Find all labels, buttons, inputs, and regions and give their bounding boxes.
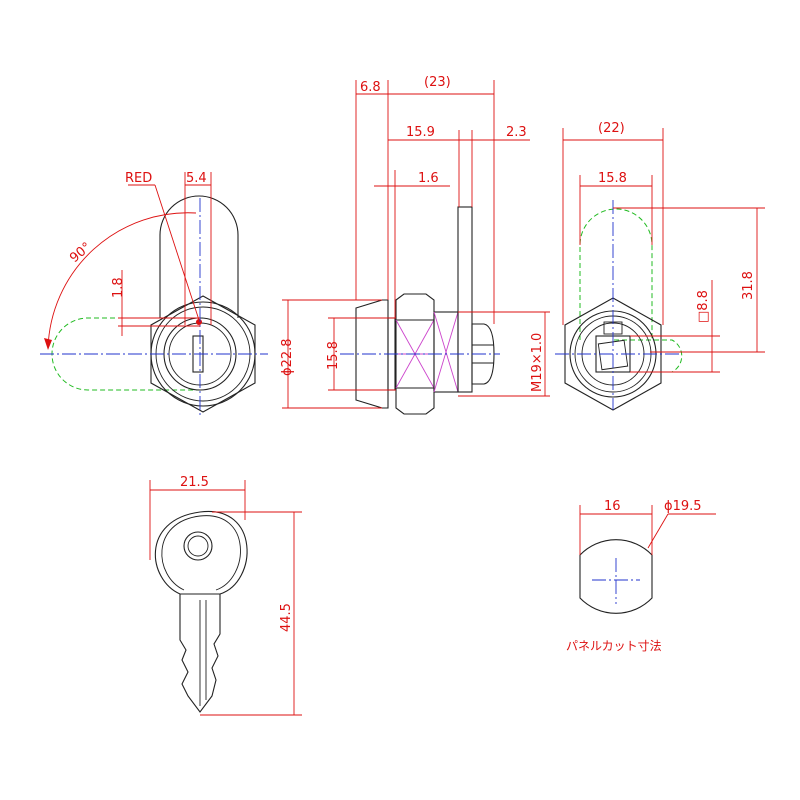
dim-44.5-label: 44.5 — [279, 603, 294, 632]
side-view: 6.8 (23) 15.9 2.3 1.6 ϕ22.8 15.8 M19×1.0 — [280, 75, 550, 415]
side-hex-nut — [395, 293, 435, 415]
dim-22.8-label: ϕ22.8 — [280, 338, 295, 376]
panel-cutout-view: 16 ϕ19.5 パネルカット寸法 — [566, 499, 716, 653]
dim-19.5-label: ϕ19.5 — [664, 499, 702, 514]
panel-cutout-caption: パネルカット寸法 — [566, 639, 662, 653]
key-view: 21.5 44.5 — [149, 475, 302, 716]
front-hex-nut — [150, 295, 256, 413]
rear-view: (22) 15.8 31.8 □8.8 — [555, 121, 765, 411]
dim-5.4-label: 5.4 — [186, 171, 207, 186]
front-view: 90° RED 5.4 1.8 — [40, 171, 268, 415]
rotation-arc — [47, 212, 197, 349]
side-cam-plate — [457, 206, 473, 393]
dim-1.6-label: 1.6 — [418, 171, 439, 186]
key-bow — [154, 510, 248, 595]
dim-21.5-label: 21.5 — [180, 475, 209, 490]
dim-22-label: (22) — [598, 121, 625, 136]
red-marker-label: RED — [125, 171, 152, 186]
dim-thread-label: M19×1.0 — [530, 333, 545, 392]
front-cam — [159, 195, 239, 318]
dim-15.8-label: 15.8 — [326, 341, 341, 370]
red-marker-dot — [196, 319, 202, 325]
dim-6.8-label: 6.8 — [360, 80, 381, 95]
rear-cam-rotated — [614, 339, 683, 373]
dim-19.5-leader — [647, 513, 669, 549]
dim-2.3-label: 2.3 — [506, 125, 527, 140]
dim-rear-15.8-label: 15.8 — [598, 171, 627, 186]
dim-23-label: (23) — [424, 75, 451, 90]
rear-cam-phantom — [579, 208, 653, 340]
dim-8.8-label: □8.8 — [696, 290, 711, 323]
key-hole — [183, 531, 213, 561]
dim-16-label: 16 — [604, 499, 621, 514]
rotation-arc-arrow — [44, 338, 52, 350]
rotation-angle-label: 90° — [67, 240, 94, 266]
dim-15.9-label: 15.9 — [406, 125, 435, 140]
key-blade — [179, 593, 221, 713]
dim-31.8-label: 31.8 — [741, 271, 756, 300]
cutout-shape — [579, 539, 653, 614]
red-leader-diag — [154, 184, 200, 321]
dim-1.8-label: 1.8 — [111, 277, 126, 298]
